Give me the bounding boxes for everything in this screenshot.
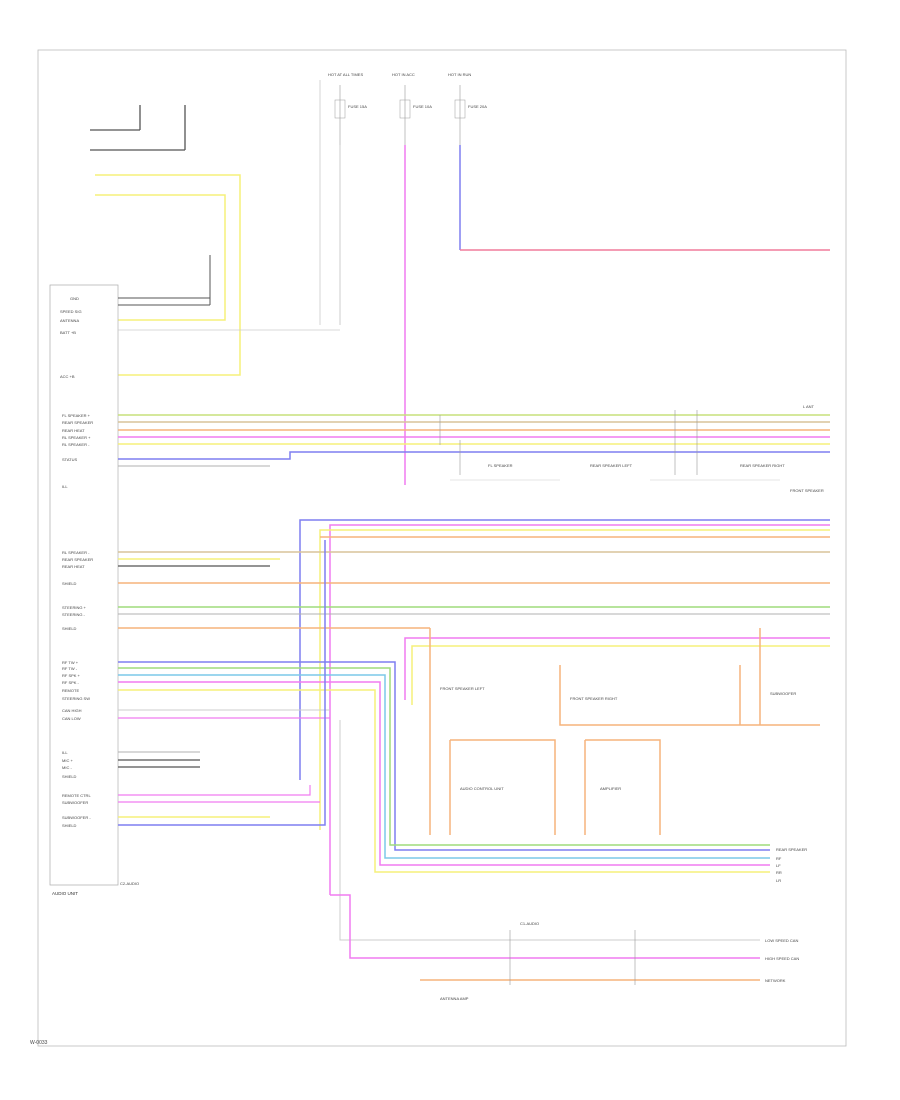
right-term-1: FRONT SPEAKER bbox=[790, 488, 824, 493]
component-4: FRONT SPEAKER RIGHT bbox=[570, 696, 618, 701]
pin-e-1: MIC + bbox=[62, 758, 73, 763]
pin-c-1: STEERING - bbox=[62, 612, 86, 617]
component-1: REAR SPEAKER LEFT bbox=[590, 463, 633, 468]
wire-yellow-loop-2 bbox=[95, 194, 226, 321]
pin-a-5: STATUS bbox=[62, 457, 78, 462]
wire-gray-net bbox=[339, 720, 760, 941]
footer-code: W-0033 bbox=[30, 1040, 48, 1046]
fuse-label-1: HOT AT ALL TIMES bbox=[328, 72, 363, 77]
pin-a-2: REAR HEAT bbox=[62, 428, 85, 433]
module-name: AUDIO UNIT bbox=[52, 891, 78, 896]
pin-d-5: STEERING SW bbox=[62, 696, 90, 701]
speaker-harness-orange bbox=[429, 628, 820, 835]
wire-blue-a bbox=[118, 451, 830, 460]
right-bottom-0: LOW SPEED CAN bbox=[765, 938, 798, 943]
fuse-label-2: HOT IN ACC bbox=[392, 72, 415, 77]
pin-label-antenna: ANTENNA bbox=[60, 318, 79, 323]
right-term-2: REAR SPEAKER bbox=[776, 847, 807, 852]
wire-green-d bbox=[118, 667, 770, 846]
pin-f-3: SHIELD bbox=[62, 823, 77, 828]
fuse-id-2: FUSE 10A bbox=[413, 104, 432, 109]
right-term-0: L ANT bbox=[803, 404, 815, 409]
upper-pin-wires bbox=[118, 255, 340, 331]
connector-label-0: C1-AUDIO bbox=[520, 921, 539, 926]
component-7: AMPLIFIER bbox=[600, 786, 621, 791]
fuse-block-middle: HOT IN ACC FUSE 10A bbox=[392, 72, 432, 145]
wire-yellow-b bbox=[319, 529, 830, 830]
wire-pink-f bbox=[118, 785, 311, 796]
component-2: REAR SPEAKER RIGHT bbox=[740, 463, 785, 468]
pin-d-7: CAN LOW bbox=[62, 716, 81, 721]
right-term-6: LR bbox=[776, 878, 781, 883]
wire-yellow-loop bbox=[95, 174, 241, 376]
fuse-id-1: FUSE 15A bbox=[348, 104, 367, 109]
pin-b-2: REAR HEAT bbox=[62, 564, 85, 569]
wire-pink-c bbox=[404, 637, 830, 700]
pin-label-speed: SPEED SIG bbox=[60, 309, 82, 314]
pin-a-4: RL SPEAKER - bbox=[62, 442, 90, 447]
component-8: ANTENNA AMP bbox=[440, 996, 469, 1001]
pin-f-2: SUBWOOFER - bbox=[62, 815, 91, 820]
pin-a-6: ILL bbox=[62, 484, 68, 489]
wire-pink-d bbox=[118, 681, 770, 866]
wire-cyan-d bbox=[118, 674, 770, 859]
pin-d-6: CAN HIGH bbox=[62, 708, 82, 713]
diagram-frame bbox=[37, 49, 847, 1047]
pin-d-0: RF TW + bbox=[62, 660, 79, 665]
pin-d-4: REMOTE bbox=[62, 688, 79, 693]
pin-a-1: REAR SPEAKER bbox=[62, 420, 93, 425]
wire-pink-net bbox=[330, 894, 760, 959]
right-term-4: LF bbox=[776, 863, 781, 868]
pin-c-2: SHIELD bbox=[62, 626, 77, 631]
pin-e-2: MIC - bbox=[62, 765, 72, 770]
right-bottom-1: HIGH SPEED CAN bbox=[765, 956, 799, 961]
right-term-3: RF bbox=[776, 856, 782, 861]
right-term-5: RR bbox=[776, 870, 782, 875]
wire-blue-d1 bbox=[118, 661, 770, 851]
fuse-label-3: HOT IN RUN bbox=[448, 72, 471, 77]
component-5: SUBWOOFER bbox=[770, 691, 796, 696]
speaker-connectors-mid bbox=[439, 410, 780, 481]
pin-b-3: SHIELD bbox=[62, 581, 77, 586]
pin-c-0: STEERING + bbox=[62, 605, 87, 610]
component-3: FRONT SPEAKER LEFT bbox=[440, 686, 485, 691]
antenna-ground-group bbox=[90, 105, 186, 151]
pin-b-0: RL SPEAKER - bbox=[62, 550, 90, 555]
component-0: FL SPEAKER bbox=[488, 463, 513, 468]
pin-d-1: RF TW - bbox=[62, 666, 78, 671]
fuse-block-left: HOT AT ALL TIMES FUSE 15A bbox=[319, 72, 367, 325]
pin-label-batt: BATT +B bbox=[60, 330, 76, 335]
pin-f-1: SUBWOOFER bbox=[62, 800, 88, 805]
pin-f-0: REMOTE CTRL bbox=[62, 793, 91, 798]
fuse-block-right: HOT IN RUN FUSE 20A bbox=[448, 72, 487, 145]
wire-blue-b bbox=[299, 519, 830, 780]
fuse-id-3: FUSE 20A bbox=[468, 104, 487, 109]
pin-e-0: ILL bbox=[62, 750, 68, 755]
wire-yellow-c bbox=[411, 645, 830, 705]
pin-e-3: SHIELD bbox=[62, 774, 77, 779]
wire-pink-b bbox=[329, 524, 830, 895]
wire-blue-f bbox=[118, 540, 326, 826]
right-bottom-2: NETWORK bbox=[765, 978, 786, 983]
pin-label-acc: ACC +B bbox=[60, 374, 75, 379]
pin-d-3: RF SPK - bbox=[62, 680, 80, 685]
wire-yellow-d bbox=[118, 689, 770, 873]
net-connectors bbox=[509, 930, 636, 985]
component-6: AUDIO CONTROL UNIT bbox=[460, 786, 504, 791]
pin-a-3: RL SPEAKER + bbox=[62, 435, 91, 440]
pin-b-1: REAR SPEAKER bbox=[62, 557, 93, 562]
pin-d-2: RF SPK + bbox=[62, 673, 81, 678]
pin-a-0: FL SPEAKER + bbox=[62, 413, 91, 418]
pin-label-gnd: GND bbox=[70, 296, 79, 301]
module-connector: C2-AUDIO bbox=[120, 881, 139, 886]
